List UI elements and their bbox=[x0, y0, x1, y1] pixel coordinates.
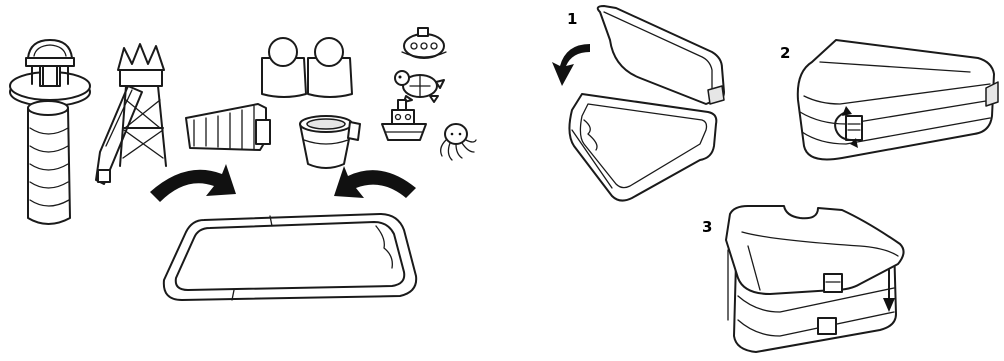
play-tray bbox=[164, 214, 416, 300]
octopus-toy bbox=[441, 124, 476, 160]
slide-tower-toy bbox=[96, 44, 166, 184]
striped-cylinder-toy bbox=[28, 101, 70, 224]
curved-arrow-icon bbox=[334, 166, 416, 198]
step-number-1: 1 bbox=[567, 10, 577, 28]
step-2: 2 bbox=[780, 40, 998, 160]
step-3: 3 bbox=[702, 206, 904, 352]
step-1: 1 bbox=[552, 6, 724, 201]
gazebo-toy bbox=[10, 40, 90, 106]
tugboat-toy bbox=[382, 100, 426, 140]
stairs-toy bbox=[186, 104, 270, 150]
curved-arrow-icon bbox=[552, 44, 590, 86]
bench-toy bbox=[262, 38, 352, 97]
step-number-3: 3 bbox=[702, 218, 712, 236]
submarine-toy bbox=[402, 28, 446, 58]
step-number-2: 2 bbox=[780, 44, 790, 62]
curved-arrow-icon bbox=[150, 164, 236, 202]
turtle-toy bbox=[395, 71, 444, 102]
toys-into-tray-panel bbox=[10, 28, 476, 300]
bucket-toy bbox=[300, 116, 360, 168]
